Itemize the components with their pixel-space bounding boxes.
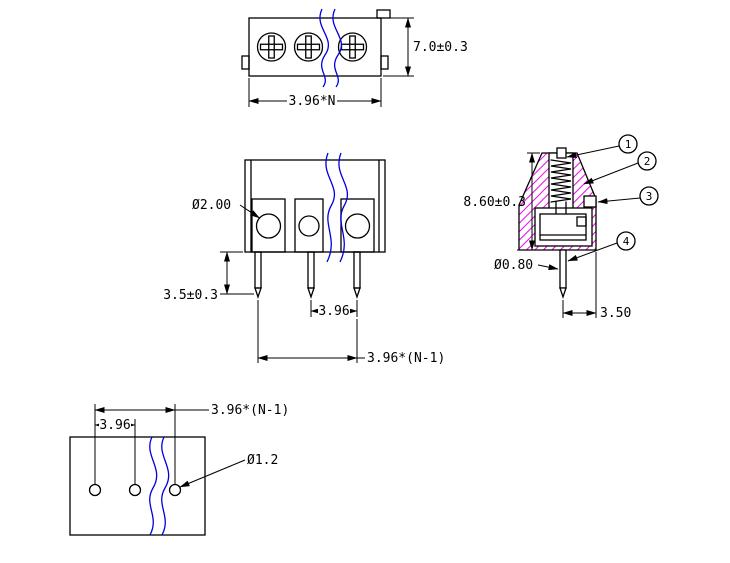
dim-label-pin-length: 3.5±0.3 [163,288,218,303]
wire-hole-1 [255,213,282,239]
dim-pin-length: 3.5±0.3 [163,251,254,303]
callout-2: 2 [583,151,657,185]
dim-label-bottom-hole-dia: Ø1.2 [247,453,278,468]
leader-line [597,197,641,205]
dim-label-pin-dia: Ø0.80 [494,258,533,273]
callout-number: 4 [623,235,630,248]
leader-bottom-hole-dia: Ø1.2 [179,453,278,488]
dim-label-total-pitch: 3.96*N [289,94,336,109]
callout-number: 3 [646,190,653,203]
dim-top-total-pitch: 3.96*N [248,78,382,109]
dim-hole-pitch: 3.96 [94,404,136,484]
wire-hole-3 [344,213,371,239]
dim-top-body-height: 7.0±0.3 [383,17,468,77]
callout-number: 1 [625,138,632,151]
screw-3 [337,32,368,62]
break-line [161,436,170,536]
top-body-outline [248,17,382,77]
dim-pin-pitch: 3.96 [310,300,358,319]
front-view: Ø2.00 3.5±0.3 3.96 3.96*(N-1) [163,152,445,366]
bottom-hole-3 [168,483,182,497]
top-tab-right [380,55,389,70]
dim-pin-setback: 3.50 [562,252,631,321]
screw-1 [256,32,287,62]
leader-line [567,242,618,262]
callout-3: 3 [597,186,659,206]
callout-balloon [616,231,636,251]
dim-label-hole-span: 3.96*(N-1) [211,403,289,418]
wire-window-1 [251,198,286,253]
callout-balloon [637,151,657,171]
bottom-hole-2 [128,483,142,497]
side-view: 8.60±0.3 Ø0.80 3.50 1 2 3 [463,134,659,321]
clamp-body [539,213,587,241]
top-view: 7.0±0.3 3.96*N [241,8,468,109]
break-line [332,8,343,88]
pin-3 [353,251,361,300]
dim-label-pin-setback: 3.50 [600,306,631,321]
leader-wire-hole-dia: Ø2.00 [192,198,260,219]
leader-pin-dia: Ø0.80 [494,258,559,273]
bottom-view: 3.96 3.96*(N-1) Ø1.2 [69,403,289,536]
callout-balloon [618,134,638,154]
callout-4: 4 [567,231,636,262]
screw-slot [556,147,567,159]
callout-balloon [639,186,659,206]
dim-text-mask [99,419,131,431]
dim-text-mask [318,305,350,317]
break-line [338,152,349,263]
top-tab-left [241,55,250,70]
clamp-detail [576,216,587,227]
leader-line [537,264,559,271]
dim-label-top-height: 7.0±0.3 [413,40,468,55]
dim-label-pin-pitch: 3.96 [318,304,349,319]
dim-label-hole-pitch: 3.96 [99,418,130,433]
dim-label-side-height: 8.60±0.3 [463,195,526,210]
callout-1: 1 [566,134,638,158]
dim-label-wire-hole-dia: Ø2.00 [192,198,231,213]
break-line [149,436,158,536]
wire-hole-2 [298,215,320,237]
screw-2 [293,32,324,62]
top-tab-corner [376,9,391,19]
dim-label-pin-span: 3.96*(N-1) [367,351,445,366]
callout-number: 2 [644,155,651,168]
side-nut [583,195,597,208]
bottom-body-outline [69,436,206,536]
pin-2 [307,251,315,300]
leader-line [583,162,639,185]
dim-side-body-height: 8.60±0.3 [463,152,540,251]
dim-hole-span: 3.96*(N-1) [94,403,289,484]
leader-line [566,145,620,158]
break-line [319,8,330,88]
leader-line [179,459,246,488]
side-pin [559,249,567,300]
dim-pin-span: 3.96*(N-1) [257,300,445,366]
screw-threads [550,159,572,203]
break-line [325,152,336,263]
pin-1 [254,251,262,300]
dim-text-mask [287,95,337,107]
bottom-hole-1 [88,483,102,497]
leader-line [239,204,260,219]
